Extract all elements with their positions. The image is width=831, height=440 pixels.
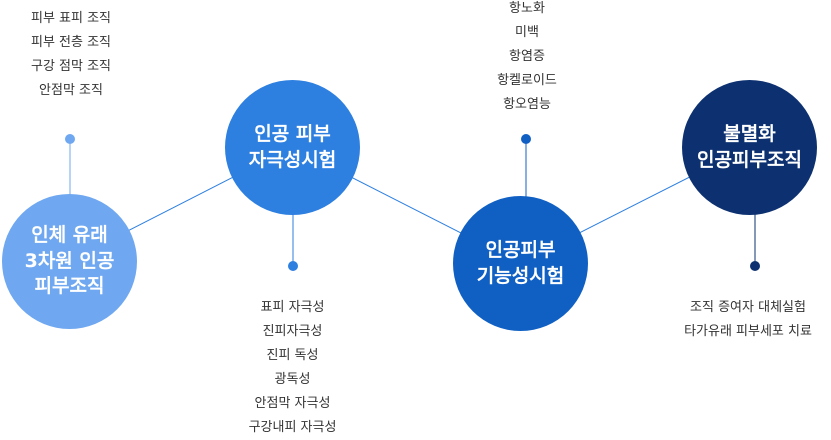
list-item: 항염증 <box>509 49 545 64</box>
node-irritation-test: 인공 피부 자극성시험 <box>225 80 360 215</box>
node-label: 인체 유래 <box>31 224 108 247</box>
node-label: 인공피부 <box>485 238 556 261</box>
list-item: 안점막 자극성 <box>254 396 331 411</box>
list-item: 미백 <box>515 25 539 40</box>
node3-dot <box>521 134 531 144</box>
node-label: 불멸화 <box>723 122 776 145</box>
node-label: 인공피부조직 <box>697 148 802 171</box>
list-item: 구강 점막 조직 <box>30 59 112 74</box>
list-item: 항켈로이드 <box>497 73 557 88</box>
list-item: 피부 표피 조직 <box>30 11 112 26</box>
list-item: 진피자극성 <box>262 324 323 339</box>
list-item: 피부 전층 조직 <box>30 35 112 50</box>
list-item: 광독성 <box>274 372 311 387</box>
detail-list-applications: 조직 증여자 대체실험 타가유래 피부세포 치료 <box>663 296 831 344</box>
list-item: 조직 증여자 대체실험 <box>690 300 806 315</box>
detail-list-irritation: 표피 자극성 진피자극성 진피 독성 광독성 안점막 자극성 구강내피 자극성 <box>215 296 370 440</box>
list-item: 타가유래 피부세포 치료 <box>684 324 812 339</box>
node-immortalized-skin: 불멸화 인공피부조직 <box>682 80 817 215</box>
node-label: 인공 피부 <box>254 122 331 145</box>
node4-dot <box>750 261 760 271</box>
list-item: 안점막 조직 <box>39 83 103 98</box>
detail-list-tissues: 피부 표피 조직 피부 전층 조직 구강 점막 조직 안점막 조직 <box>0 7 142 103</box>
node-label: 피부조직 <box>34 275 105 298</box>
node-label: 기능성시험 <box>476 264 565 287</box>
list-item: 항오염능 <box>503 97 551 112</box>
node-label: 자극성시험 <box>248 148 337 171</box>
detail-list-functional: 항노화 미백 항염증 항켈로이드 항오염능 <box>452 0 602 117</box>
list-item: 항노화 <box>509 1 545 16</box>
node1-dot <box>65 134 75 144</box>
list-item: 진피 독성 <box>266 348 319 363</box>
node2-dot <box>288 261 298 271</box>
node-functional-test: 인공피부 기능성시험 <box>453 196 588 331</box>
node-human-3d-skin: 인체 유래 3차원 인공 피부조직 <box>2 194 137 329</box>
node-label: 3차원 인공 <box>24 249 115 272</box>
list-item: 구강내피 자극성 <box>248 420 337 435</box>
list-item: 표피 자극성 <box>260 300 325 315</box>
